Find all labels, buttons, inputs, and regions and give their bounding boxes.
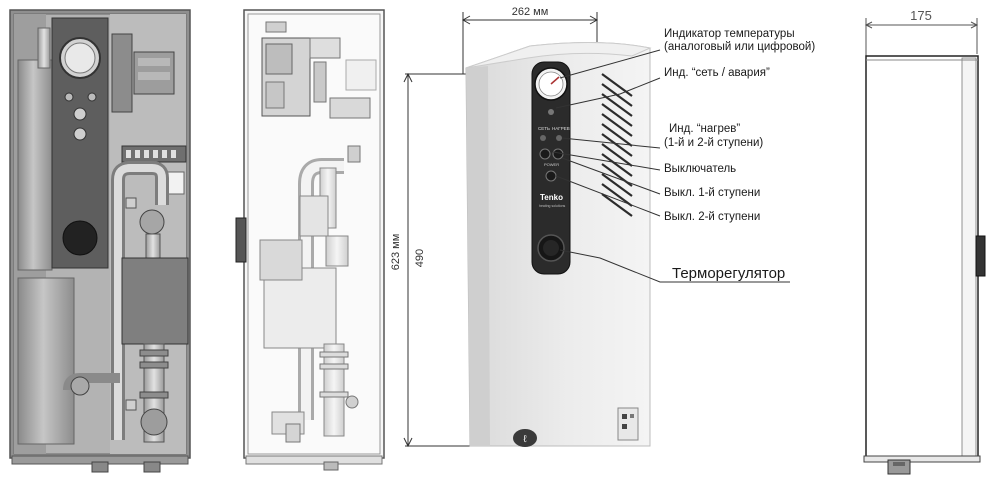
callout-heating-1: Инд. “нагрев” <box>669 123 740 135</box>
brand-subtitle: heating solutions <box>539 204 566 208</box>
label-heat: НАГРЕВ <box>552 126 570 131</box>
callout-switch: Выключатель <box>664 163 736 175</box>
callout-stage2: Выкл. 2-й ступени <box>664 211 760 223</box>
rating-plate <box>617 407 639 441</box>
width-dimension <box>461 12 599 74</box>
callout-thermostat: Терморегулятор <box>672 265 785 282</box>
side-bracket <box>975 235 986 277</box>
bottom-logo <box>513 429 537 447</box>
side-view: 175 <box>863 8 986 475</box>
partial-dimension-text: 490 <box>414 249 426 267</box>
callout-temp-indicator-1: Индикатор температуры <box>664 28 795 40</box>
internal-view-dark <box>9 9 191 473</box>
label-power: POWER <box>544 162 559 167</box>
callout-power-alarm: Инд. “сеть / авария” <box>664 67 770 79</box>
heating-led-2 <box>556 135 562 141</box>
stage1-switch[interactable] <box>552 148 564 160</box>
depth-label: 175 <box>910 8 932 23</box>
callout-temp-indicator-2: (аналоговый или цифровой) <box>664 41 815 53</box>
vent-slots <box>601 73 633 217</box>
label-net: СЕТЬ <box>538 126 550 131</box>
front-view: 262 мм 623 мм 490 <box>390 6 815 448</box>
side-body <box>865 55 979 461</box>
heating-led-1 <box>540 135 546 141</box>
brand-logo: Tenko <box>540 193 563 202</box>
internal-view-light <box>235 9 385 471</box>
main-switch[interactable] <box>539 148 551 160</box>
control-panel <box>531 61 571 275</box>
stage2-switch[interactable] <box>545 170 557 182</box>
width-label: 262 мм <box>512 6 549 18</box>
callout-stage1: Выкл. 1-й ступени <box>664 187 760 199</box>
svg-text:ℓ: ℓ <box>523 434 527 445</box>
callout-heating-2: (1-й и 2-й ступени) <box>664 137 763 149</box>
callout-leaders <box>552 49 790 283</box>
power-alarm-led <box>548 109 554 115</box>
boiler-side <box>466 66 490 446</box>
height-label: 623 мм <box>390 234 402 271</box>
depth-dimension <box>864 18 979 58</box>
